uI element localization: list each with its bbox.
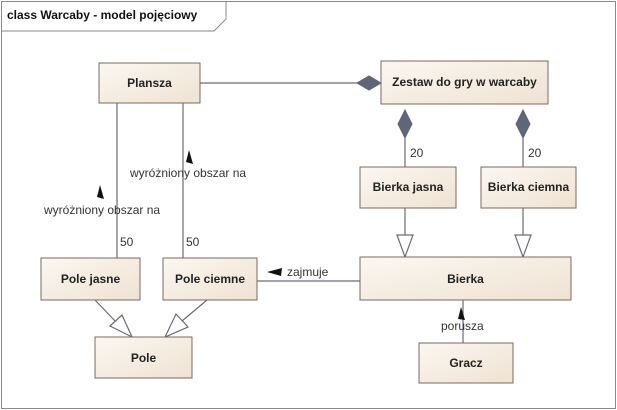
- class-name: Pole jasne: [61, 272, 121, 286]
- association-label: wyróżniony obszar na: [43, 203, 160, 217]
- generalization-arrow-icon: [396, 234, 414, 259]
- class-name: Bierka jasna: [373, 180, 444, 194]
- class-name: Zestaw do gry w warcaby: [392, 75, 537, 89]
- association-label: wyróżniony obszar na: [129, 166, 246, 180]
- direction-arrow-icon: [267, 268, 282, 276]
- direction-arrow-icon: [458, 307, 465, 320]
- class-pole[interactable]: Pole: [94, 336, 193, 379]
- class-name: Gracz: [449, 356, 482, 370]
- class-name: Pole: [131, 351, 157, 365]
- composition-diamond-icon: [515, 108, 531, 140]
- class-gracz[interactable]: Gracz: [418, 342, 514, 384]
- class-bierka-jasna[interactable]: Bierka jasna: [359, 166, 457, 209]
- multiplicity-label: 50: [120, 235, 134, 249]
- direction-arrow-icon: [97, 185, 104, 199]
- composition-diamond-icon: [356, 75, 382, 91]
- composition-diamond-icon: [397, 108, 413, 140]
- generalization-arrow-icon: [163, 312, 190, 339]
- multiplicity-label: 50: [186, 235, 200, 249]
- class-name: Bierka: [447, 272, 484, 286]
- frame-title: class Warcaby - model pojęciowy: [7, 8, 198, 22]
- class-pole-ciemne[interactable]: Pole ciemne: [162, 257, 258, 301]
- multiplicity-label: 20: [528, 146, 542, 160]
- direction-arrow-icon: [186, 150, 193, 164]
- class-bierka-ciemna[interactable]: Bierka ciemna: [480, 166, 577, 209]
- class-name: Bierka ciemna: [488, 180, 570, 194]
- class-name: Pole ciemne: [175, 272, 245, 286]
- class-name: Plansza: [127, 76, 172, 90]
- frame-title-tab: [1, 1, 227, 32]
- generalization-arrow-icon: [108, 313, 134, 339]
- class-plansza[interactable]: Plansza: [98, 62, 201, 104]
- generalization-line: [181, 299, 208, 322]
- generalization-arrow-icon: [514, 234, 532, 259]
- class-zestaw[interactable]: Zestaw do gry w warcaby: [380, 60, 549, 105]
- association-label: zajmuje: [287, 265, 329, 279]
- class-bierka[interactable]: Bierka: [359, 256, 572, 301]
- multiplicity-label: 20: [410, 146, 424, 160]
- generalization-line: [94, 299, 117, 323]
- association-label: porusza: [441, 319, 484, 333]
- class-pole-jasne[interactable]: Pole jasne: [40, 257, 141, 301]
